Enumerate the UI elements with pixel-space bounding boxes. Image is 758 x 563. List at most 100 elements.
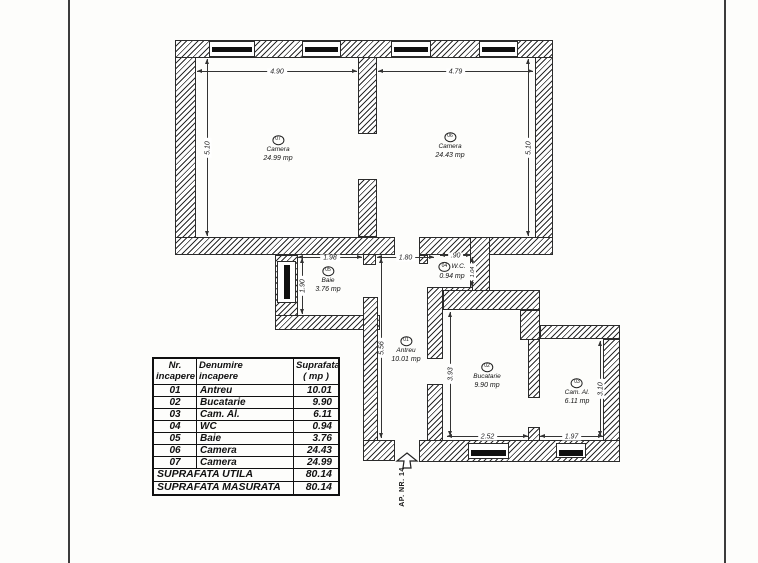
dimension-label: 1.90 xyxy=(299,276,306,296)
dimension-wc-height: 1.04 xyxy=(469,257,476,287)
wall xyxy=(175,237,395,255)
window-glazing-bar xyxy=(471,450,506,456)
room-name: Camera xyxy=(438,143,462,151)
cell-name: Antreu xyxy=(196,383,294,397)
dimension-label: 5.56 xyxy=(378,338,385,358)
apartment-number-label: AP. NR. 14 xyxy=(399,467,406,507)
window xyxy=(479,41,518,57)
footer-label: SUPRAFATA MASURATA xyxy=(152,480,294,496)
dimension-label: 3.93 xyxy=(447,364,454,384)
cell-area: 0.94 xyxy=(293,419,340,433)
header-line: incapere xyxy=(156,371,196,383)
window xyxy=(277,261,296,303)
dimension-label: 1.80 xyxy=(395,254,416,261)
dimension-hall-width: 1.80 xyxy=(377,254,434,261)
wall xyxy=(427,384,443,442)
area-table-header: Nr. incapere Denumire incapere Suprafata… xyxy=(152,357,340,385)
cell-name: Camera xyxy=(196,443,294,457)
table-row: 02 Bucatarie 9.90 xyxy=(152,395,340,409)
header-denumire-incapere: Denumire incapere xyxy=(196,357,294,385)
dimension-cam-al-width: 1.97 xyxy=(540,433,603,440)
room-label-cam-al: 03 Cam. Al. 6.11 mp xyxy=(564,378,590,408)
room-label-antreu: 01 Antreu 10.01 mp xyxy=(391,336,421,366)
dimension-bucatarie-height: 3.93 xyxy=(447,312,454,436)
wall xyxy=(358,57,377,134)
cell-area: 3.76 xyxy=(293,431,340,445)
wall xyxy=(419,255,428,264)
cell-nr: 06 xyxy=(152,443,197,457)
dimension-room07-height: 5.10 xyxy=(204,59,211,236)
room-label-bucatarie: 02 Bucatarie 9.90 mp xyxy=(473,362,501,392)
wall xyxy=(540,325,620,339)
dimension-label: .90 xyxy=(447,252,464,259)
cell-area: 24.99 xyxy=(293,455,340,469)
page-border-right xyxy=(724,0,726,563)
room-name-row: 04 W.C. xyxy=(438,261,466,272)
dimension-baie-width: 1.98 xyxy=(298,254,362,261)
dimension-cam-al-height: 3.10 xyxy=(597,341,604,436)
room-number-badge: 01 xyxy=(400,336,412,347)
dimension-label: 5.10 xyxy=(525,137,532,158)
cell-nr: 07 xyxy=(152,455,197,469)
dimension-label: 4.79 xyxy=(445,68,466,75)
header-line: ( mp ) xyxy=(303,371,329,383)
wall xyxy=(363,254,376,265)
header-line: Nr. xyxy=(168,360,182,371)
wall xyxy=(535,57,553,255)
header-line: Suprafata xyxy=(296,360,340,371)
dimension-label: 4.90 xyxy=(267,68,287,75)
dimension-room06-height: 5.10 xyxy=(525,59,532,236)
window-glazing-bar xyxy=(559,450,583,456)
room-area: 24.99 mp xyxy=(263,155,293,163)
room-area: 9.90 mp xyxy=(474,382,500,390)
window xyxy=(391,41,431,57)
entrance-arrow-icon xyxy=(395,452,419,469)
table-row: 03 Cam. Al. 6.11 xyxy=(152,407,340,421)
wall xyxy=(528,339,540,398)
room-label-camera-06: 06 Camera 24.43 mp xyxy=(435,132,465,162)
wall xyxy=(520,310,540,340)
room-number-badge: 05 xyxy=(321,266,334,277)
cell-area: 6.11 xyxy=(293,407,340,421)
room-label-camera-07: 07 Camera 24.99 mp xyxy=(263,135,293,165)
window-glazing-bar xyxy=(212,47,252,52)
room-number-badge: 06 xyxy=(444,132,456,143)
wall xyxy=(358,179,377,237)
wall xyxy=(175,57,196,255)
window-glazing-bar xyxy=(284,265,290,299)
header-line: incapere xyxy=(199,371,239,383)
footer-value: 80.14 xyxy=(293,480,340,496)
window-glazing-bar xyxy=(482,47,515,52)
window xyxy=(302,41,341,57)
table-footer-row: SUPRAFATA UTILA 80.14 xyxy=(152,467,340,482)
dimension-label: 1.97 xyxy=(561,433,582,440)
cell-name: Bucatarie xyxy=(196,395,294,409)
cell-area: 24.43 xyxy=(293,443,340,457)
table-footer-row: SUPRAFATA MASURATA 80.14 xyxy=(152,480,340,496)
room-name: W.C. xyxy=(451,263,466,271)
table-row: 01 Antreu 10.01 xyxy=(152,383,340,397)
dimension-baie-height: 1.90 xyxy=(299,258,306,314)
area-table: Nr. incapere Denumire incapere Suprafata… xyxy=(152,357,340,496)
room-label-baie: 05 Baie 3.76 mp xyxy=(315,266,341,296)
room-name: Antreu xyxy=(396,347,416,355)
window-glazing-bar xyxy=(394,47,428,52)
dimension-label: 5.10 xyxy=(204,137,211,158)
header-suprafata: Suprafata ( mp ) xyxy=(293,357,340,385)
cell-area: 9.90 xyxy=(293,395,340,409)
room-name: Bucatarie xyxy=(473,373,501,381)
room-area: 6.11 mp xyxy=(564,398,590,406)
room-label-wc: 04 W.C. 0.94 mp xyxy=(438,261,466,282)
dimension-antreu-height: 5.56 xyxy=(378,258,385,438)
cell-name: WC xyxy=(196,419,294,433)
room-area: 3.76 mp xyxy=(315,286,341,294)
wall xyxy=(363,297,378,442)
cell-area: 10.01 xyxy=(293,383,340,397)
room-number-badge: 04 xyxy=(438,261,451,272)
room-number-badge: 03 xyxy=(571,378,583,389)
room-name: Baie xyxy=(321,277,335,285)
room-name: Cam. Al. xyxy=(564,389,590,397)
footer-value: 80.14 xyxy=(293,467,340,482)
dimension-wc-width: .90 xyxy=(440,252,471,259)
